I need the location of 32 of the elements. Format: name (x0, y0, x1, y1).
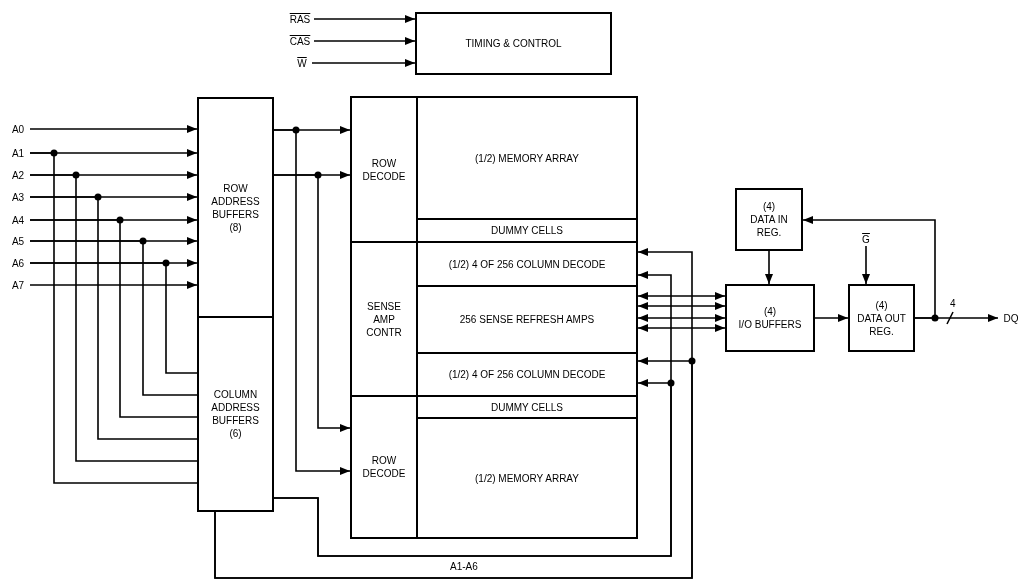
connector-arrow (214, 357, 693, 579)
connector-arrow (637, 324, 726, 332)
block-box: (4) I/O BUFFERS (725, 284, 815, 352)
block-box: (4) DATA IN REG. (735, 188, 803, 251)
signal-label: G (860, 232, 872, 246)
connector-arrow (637, 302, 726, 310)
block-box: ROW DECODE (350, 96, 418, 243)
block-box: (1/2) MEMORY ARRAY (416, 417, 638, 539)
connector-arrow (802, 216, 936, 319)
connector-arrow (273, 129, 351, 475)
connector-arrow (313, 15, 416, 23)
connector-arrow (29, 125, 198, 133)
block-box: (4) DATA OUT REG. (848, 284, 915, 352)
edge-label: 4 (948, 298, 958, 310)
connector-arrow (273, 174, 351, 432)
connector-arrow (273, 379, 672, 557)
block-box: TIMING & CONTROL (415, 12, 612, 75)
connector-arrow (814, 314, 849, 322)
connector-arrow (29, 281, 198, 289)
connector-arrow (313, 37, 416, 45)
bus-label: A1-A6 (450, 561, 478, 573)
connector-arrow (637, 314, 726, 322)
block-box: ROW DECODE (350, 395, 418, 539)
block-box: ROW ADDRESS BUFFERS (8) (197, 97, 274, 318)
signal-label: CAS (286, 34, 314, 48)
connector-arrow (637, 292, 726, 300)
block-box: (1/2) MEMORY ARRAY (416, 96, 638, 220)
signal-label: RAS (286, 12, 314, 26)
connector-arrow (765, 250, 773, 285)
connector-arrow (862, 245, 870, 285)
connector-arrow (311, 59, 416, 67)
block-box: COLUMN ADDRESS BUFFERS (6) (197, 316, 274, 512)
